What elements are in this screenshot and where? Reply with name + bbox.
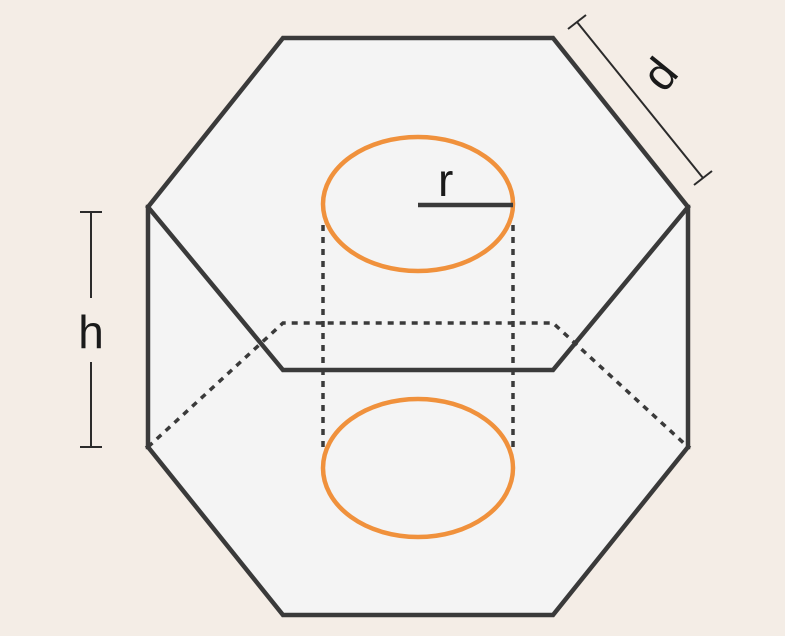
side-dimension-line [576, 21, 704, 179]
side-label: d [631, 48, 688, 101]
hole-bottom-ellipse [320, 396, 516, 540]
height-label: h [78, 306, 104, 358]
bottom-front-edge [144, 443, 692, 618]
side-dimension-cap-bottom [693, 170, 713, 186]
prism-body-fill [148, 38, 688, 615]
hidden-bottom-back-edge [146, 321, 690, 449]
radius-label: r [438, 154, 453, 206]
side-dimension-cap-top [567, 14, 587, 30]
